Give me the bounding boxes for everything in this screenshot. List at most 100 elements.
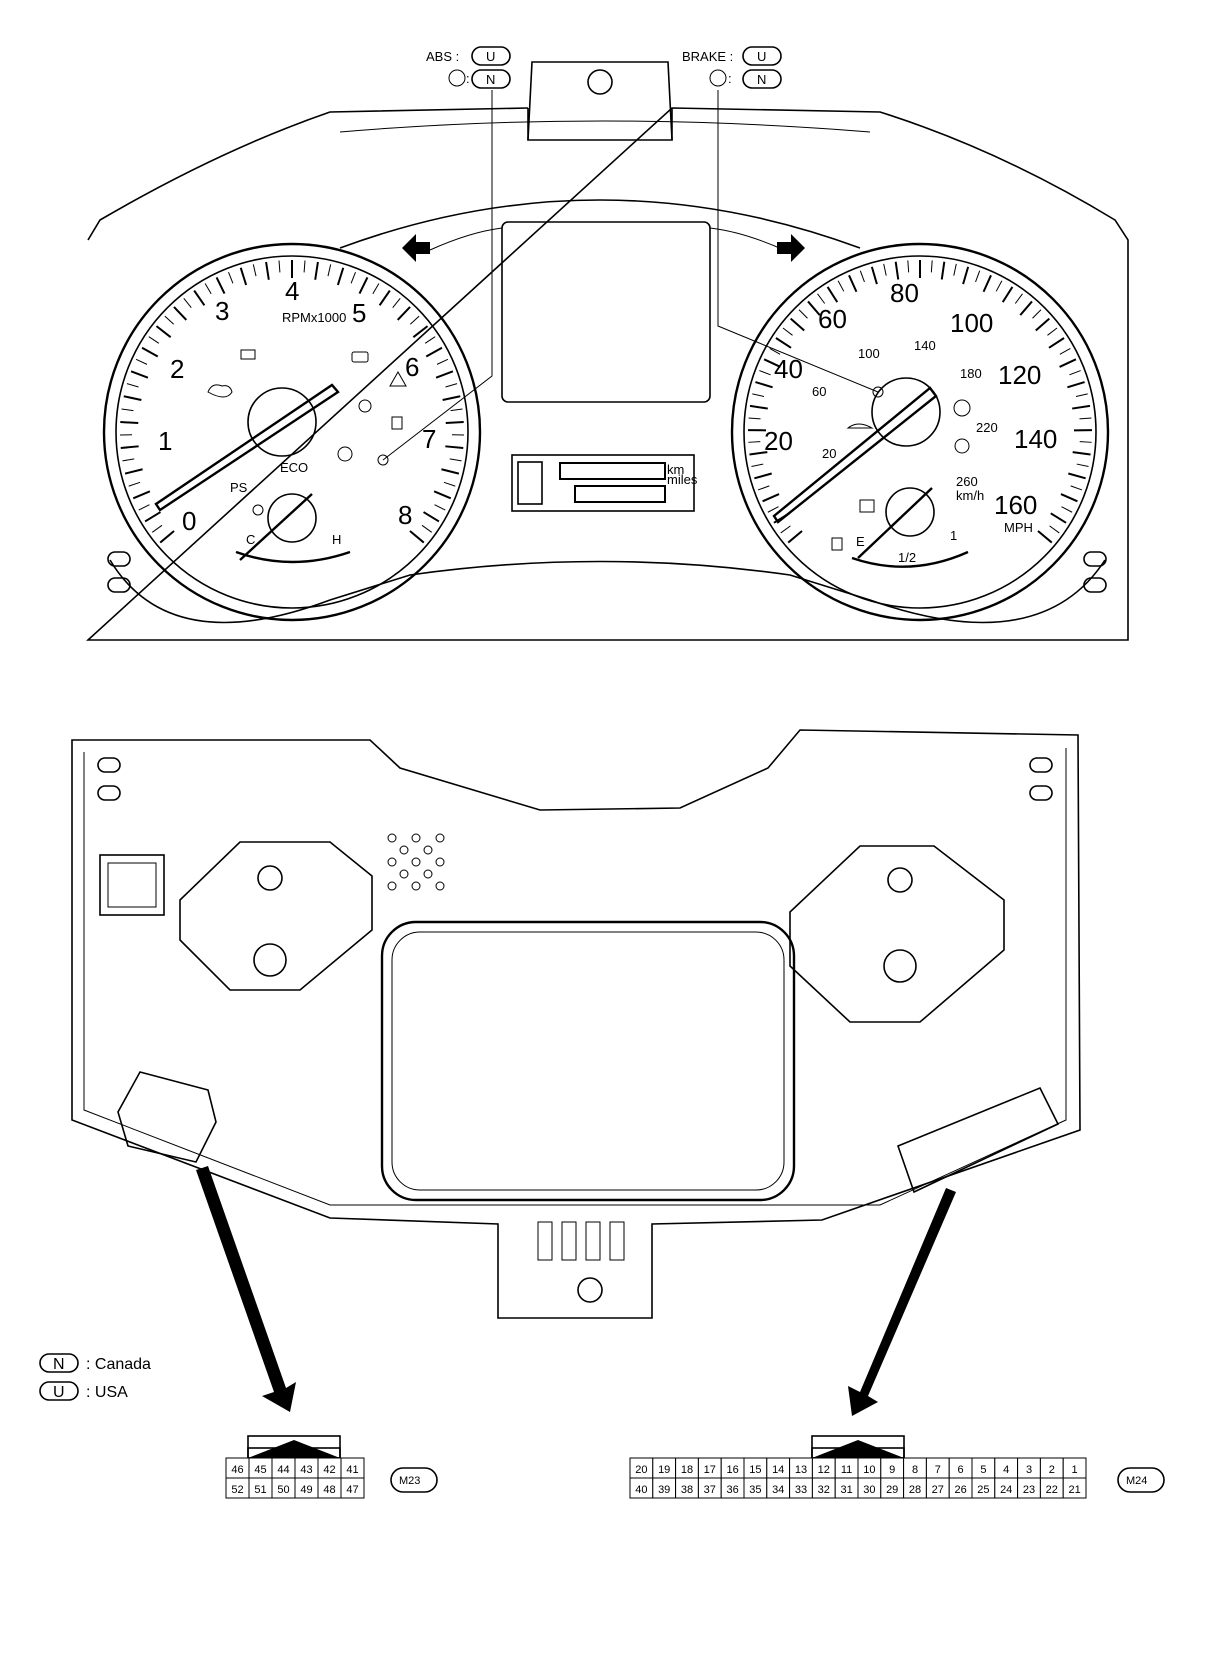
- tach-number-3: 3: [215, 296, 229, 326]
- gauge-tick: [443, 481, 456, 487]
- m23-pin-number: 41: [346, 1464, 358, 1476]
- pin-dot: [399, 869, 409, 879]
- tach-eco-label: ECO: [280, 460, 308, 475]
- gauge-tick: [1072, 451, 1091, 456]
- gauge-tick: [754, 472, 772, 480]
- gauge-tick: [907, 260, 910, 273]
- gauge-tick: [1050, 512, 1067, 524]
- m23-pin-number: 52: [231, 1484, 243, 1496]
- gauge-tick: [425, 346, 443, 358]
- m24-pin-number: 29: [886, 1484, 898, 1496]
- gauge-tick: [138, 504, 150, 511]
- m23-pin-number: 46: [231, 1464, 243, 1476]
- gauge-tick: [1014, 293, 1023, 304]
- gauge-tick: [763, 358, 781, 368]
- tach-number-0: 0: [182, 506, 196, 536]
- vdc-off-icon: [358, 399, 372, 413]
- pin-dot: [387, 881, 397, 891]
- tach-number-1: 1: [158, 426, 172, 456]
- m23-pin-number: 50: [277, 1484, 289, 1496]
- m24-pin-number: 32: [818, 1484, 830, 1496]
- gauge-tick: [780, 525, 791, 534]
- svg-text::: :: [466, 71, 470, 86]
- brake-label: BRAKE :: [682, 49, 733, 64]
- gauge-tick: [358, 276, 369, 295]
- gauge-tick: [372, 283, 380, 295]
- gauge-tick: [1067, 381, 1085, 389]
- gauge-tick: [278, 260, 281, 273]
- gauge-tick: [759, 370, 771, 376]
- m24-pin-number: 24: [1000, 1484, 1012, 1496]
- brake-code-box: [742, 46, 782, 66]
- m24-pin-number: 12: [818, 1464, 830, 1476]
- tach-number-4: 4: [285, 276, 299, 306]
- gauge-tick: [1037, 530, 1053, 544]
- tach-unit: RPMx1000: [282, 310, 346, 325]
- fuel-empty-label: E: [856, 534, 865, 549]
- gauge-tick: [894, 261, 900, 280]
- m24-cavity: [1062, 1477, 1087, 1499]
- m24-pin-number: 11: [841, 1464, 852, 1476]
- gauge-tick: [749, 451, 768, 456]
- m24-pin-number: 7: [935, 1464, 941, 1476]
- gauge-tick: [1001, 286, 1014, 303]
- gauge-tick: [1049, 525, 1060, 534]
- brake-alt-code-box: [742, 69, 782, 89]
- gauge-tick: [450, 408, 463, 412]
- gauge-tick: [228, 271, 234, 284]
- iba-off-icon: [859, 499, 875, 513]
- gauge-tick: [336, 267, 345, 286]
- gauge-tick: [775, 337, 792, 349]
- abs-callout: ABS : U : N: [426, 46, 511, 89]
- m24-pin-number: 35: [749, 1484, 761, 1496]
- gauge-tick: [121, 408, 134, 412]
- airbag-warning-icon: [953, 399, 971, 417]
- pin-dot: [411, 857, 421, 867]
- speedometer-ticks: [747, 260, 1093, 544]
- mph-number-140: 140: [1014, 424, 1057, 454]
- kmh-number-140: 140: [914, 338, 936, 353]
- gauge-tick: [807, 300, 821, 316]
- legend-code-u-box: [39, 1381, 79, 1401]
- gauge-tick: [749, 404, 768, 410]
- m23-pin-number: 44: [277, 1464, 289, 1476]
- mph-number-20: 20: [764, 426, 793, 456]
- gauge-tick: [128, 481, 141, 487]
- gauge-tick: [1048, 337, 1065, 349]
- brake-code: U: [757, 49, 766, 64]
- battery-warning-icon: [240, 349, 256, 360]
- m23-pin-number: 45: [254, 1464, 266, 1476]
- m23-pin-number: 43: [300, 1464, 312, 1476]
- brake-alt-code: N: [757, 72, 766, 87]
- m23-pin-number: 49: [300, 1484, 312, 1496]
- m24-pin-number: 13: [795, 1464, 807, 1476]
- pin-dot: [435, 833, 445, 843]
- speed-needle: [772, 386, 938, 524]
- gauge-tick: [1032, 309, 1042, 319]
- pin-dot: [399, 845, 409, 855]
- gauge-tick: [752, 393, 765, 398]
- pin-dot: [387, 833, 397, 843]
- gauge-tick: [164, 315, 175, 325]
- m24-pin-number: 36: [726, 1484, 738, 1496]
- gauge-tick: [124, 468, 143, 475]
- m24-pin-number: 3: [1026, 1464, 1032, 1476]
- m24-pin-number: 28: [909, 1484, 921, 1496]
- odometer-display: [511, 454, 695, 512]
- tach-number-6: 6: [405, 352, 419, 382]
- m24-pin-number: 19: [658, 1464, 670, 1476]
- legend-code-n-box: [39, 1353, 79, 1373]
- kmh-number-180: 180: [960, 366, 982, 381]
- m23-pin-number: 47: [346, 1484, 358, 1496]
- gauge-tick: [962, 266, 970, 285]
- fuel-half-label: 1/2: [898, 550, 916, 565]
- gauge-tick: [975, 270, 981, 283]
- meter-rear-view: [71, 729, 1081, 1416]
- gauge-tick: [239, 267, 248, 286]
- m24-pin-number: 20: [635, 1464, 647, 1476]
- gauge-tick: [870, 266, 878, 285]
- m24-pin-number: 15: [749, 1464, 761, 1476]
- m24-pin-number: 38: [681, 1484, 693, 1496]
- gauge-tick: [123, 395, 142, 401]
- pin-dot: [423, 845, 433, 855]
